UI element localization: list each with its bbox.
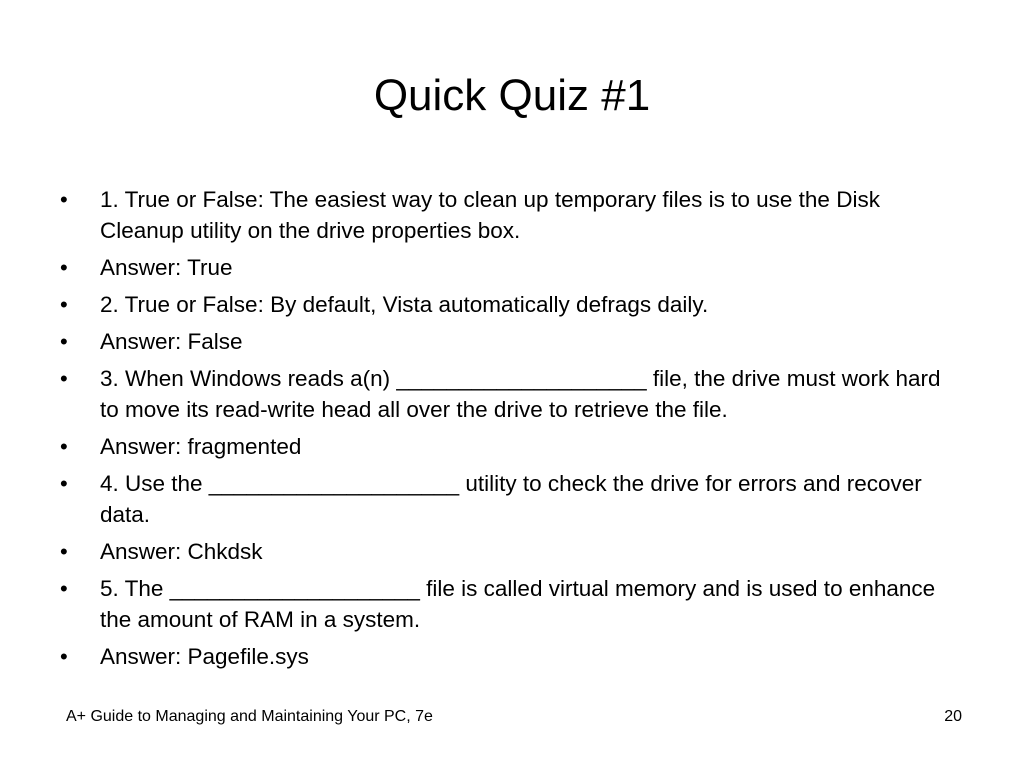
bullet-text: 1. True or False: The easiest way to cle… (100, 187, 880, 243)
bullet-text: 2. True or False: By default, Vista auto… (100, 292, 709, 317)
bullet-text: Answer: False (100, 329, 243, 354)
bullet-text: Answer: Pagefile.sys (100, 644, 309, 669)
bullet-icon: • (60, 471, 68, 496)
bullet-item: • 3. When Windows reads a(n) ___________… (60, 363, 960, 425)
bullet-icon: • (60, 434, 68, 459)
footer-book-title: A+ Guide to Managing and Maintaining You… (66, 708, 433, 725)
bullet-icon: • (60, 539, 68, 564)
footer-page-number: 20 (944, 708, 962, 725)
slide-title: Quick Quiz #1 (373, 71, 651, 120)
bullet-item: • 1. True or False: The easiest way to c… (60, 184, 960, 246)
bullet-item: • 5. The ____________________ file is ca… (60, 573, 960, 635)
bullet-item: • Answer: fragmented (60, 431, 960, 462)
bullet-item: • Answer: True (60, 252, 960, 283)
bullet-list: • 1. True or False: The easiest way to c… (60, 184, 960, 678)
bullet-item: • Answer: Chkdsk (60, 536, 960, 567)
bullet-item: • 4. Use the ____________________ utilit… (60, 468, 960, 530)
bullet-text: 5. The ____________________ file is call… (100, 576, 936, 632)
bullet-icon: • (60, 366, 68, 391)
bullet-item: • 2. True or False: By default, Vista au… (60, 289, 960, 320)
bullet-item: • Answer: False (60, 326, 960, 357)
bullet-icon: • (60, 187, 68, 212)
bullet-item: • Answer: Pagefile.sys (60, 641, 960, 672)
bullet-text: Answer: fragmented (100, 434, 302, 459)
bullet-text: Answer: Chkdsk (100, 539, 263, 564)
bullet-icon: • (60, 576, 68, 601)
bullet-icon: • (60, 644, 68, 669)
bullet-icon: • (60, 255, 68, 280)
bullet-text: 3. When Windows reads a(n) _____________… (100, 366, 941, 422)
bullet-icon: • (60, 292, 68, 317)
bullet-text: Answer: True (100, 255, 233, 280)
bullet-text: 4. Use the ____________________ utility … (100, 471, 922, 527)
bullet-icon: • (60, 329, 68, 354)
